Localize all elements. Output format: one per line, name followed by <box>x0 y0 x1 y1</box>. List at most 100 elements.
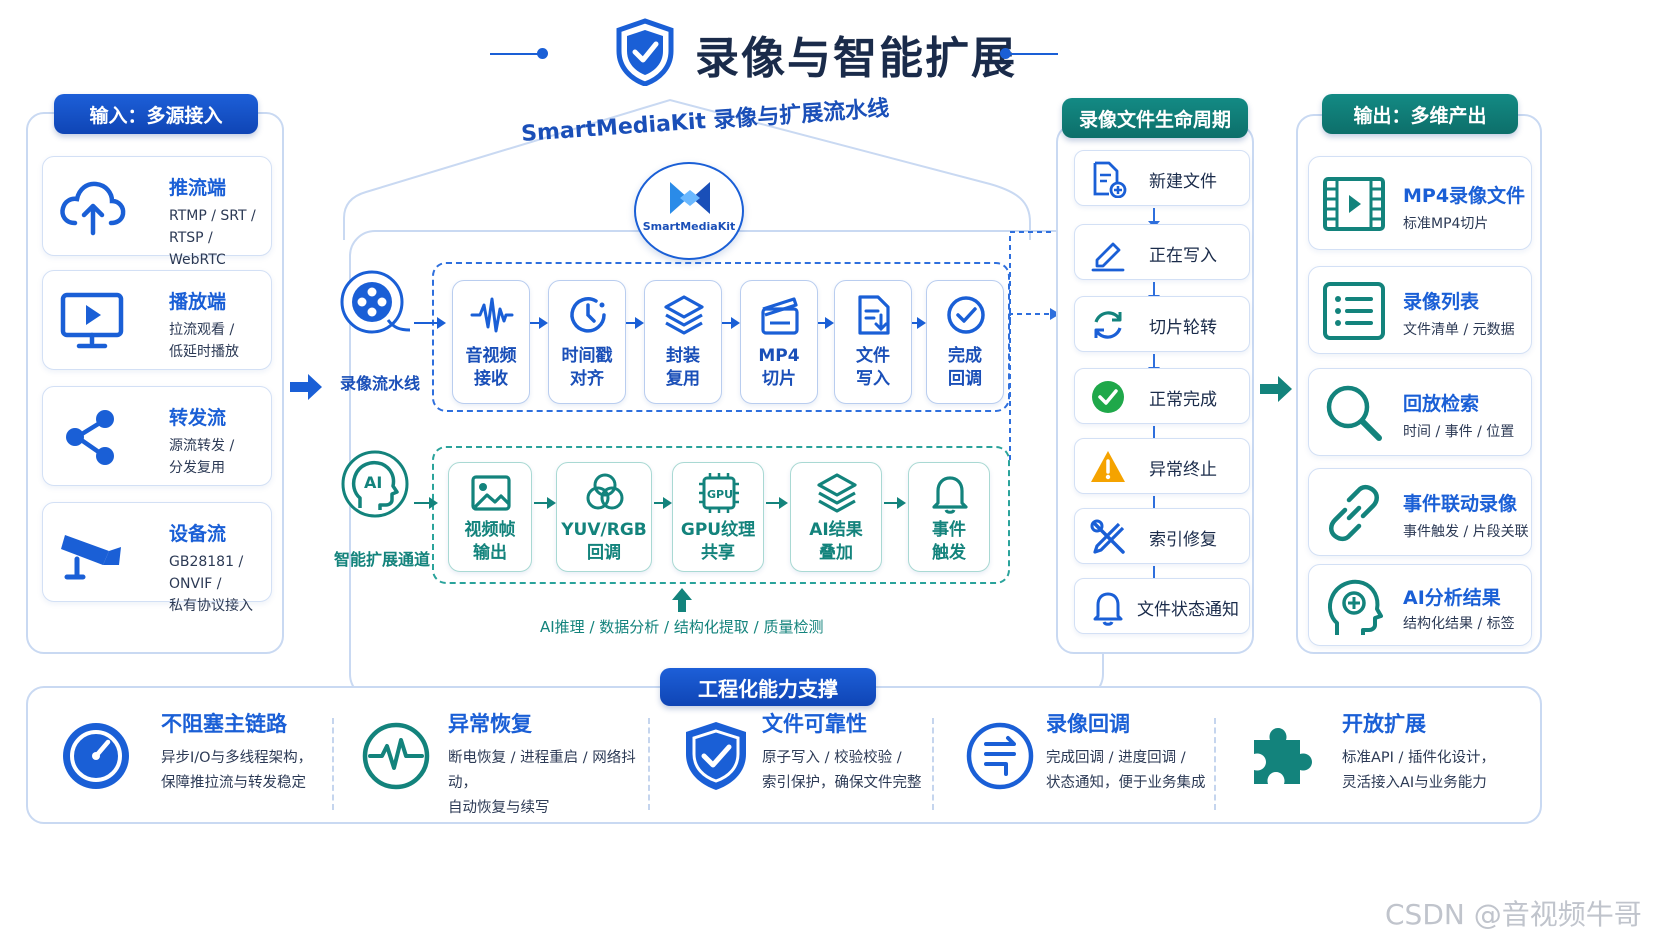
ai-step-label: GPU纹理 共享 <box>680 520 756 563</box>
ai-step: YUV/RGB 回调 <box>556 462 652 572</box>
ai-step-label: AI结果 叠加 <box>809 520 863 563</box>
engineering-item: 异常恢复 断电恢复 / 进程重启 / 网络抖动， 自动恢复与续写 <box>328 708 646 818</box>
lifecycle-panel: 新建文件 正在写入 切片轮转 正常完成 异常终止 索引修复 文件 <box>1056 124 1254 654</box>
shield-check-icon <box>686 722 746 790</box>
check-circle-icon <box>947 296 985 334</box>
engineering-divider <box>648 718 650 810</box>
output-card: 录像列表 文件清单 / 元数据 <box>1308 266 1532 354</box>
lifecycle-item-label: 正在写入 <box>1149 246 1217 266</box>
flow-arrow <box>414 497 438 509</box>
flow-arrow <box>626 317 644 329</box>
input-card-title: 设备流 <box>169 523 227 545</box>
rotate-icon <box>1094 311 1122 339</box>
watermark: CSDN @音视频牛哥 <box>1385 898 1642 931</box>
security-camera-icon <box>61 535 121 580</box>
magnifier-icon <box>1326 385 1382 441</box>
output-card-sub: 文件清单 / 元数据 <box>1403 322 1515 338</box>
record-step-label: 音视频 接收 <box>465 346 517 389</box>
flow-arrow <box>414 317 446 329</box>
clapperboard-icon <box>761 297 799 335</box>
bell-icon <box>932 476 968 514</box>
lifecycle-item-label: 异常终止 <box>1149 460 1217 480</box>
tools-icon <box>1090 519 1125 554</box>
pulse-icon <box>362 722 430 790</box>
ai-head-icon <box>1327 579 1383 635</box>
output-card-sub: 时间 / 事件 / 位置 <box>1403 424 1515 440</box>
record-step: 完成 回调 <box>926 280 1004 404</box>
svg-text:AI: AI <box>364 473 382 492</box>
ai-head-icon: AI <box>341 450 409 518</box>
flow-arrow <box>884 497 906 509</box>
clock-icon <box>570 297 606 333</box>
input-to-pipeline-arrow <box>290 374 322 400</box>
output-card-sub: 结构化结果 / 标签 <box>1403 616 1515 632</box>
engineering-item: 录像回调 完成回调 / 进度回调 / 状态通知，便于业务集成 <box>932 708 1222 818</box>
gauge-icon <box>63 723 129 789</box>
film-reel-icon <box>340 270 411 334</box>
puzzle-icon <box>1254 728 1312 784</box>
engineering-item-title: 不阻塞主链路 <box>161 712 287 736</box>
engineering-divider <box>332 718 334 810</box>
output-card: MP4录像文件 标准MP4切片 <box>1308 156 1532 250</box>
share-icon <box>66 410 114 465</box>
output-panel-tag: 输出：多维产出 <box>1322 94 1518 134</box>
pencil-write-icon <box>1091 242 1125 272</box>
input-card-sub: 拉流观看 / 低延时播放 <box>169 322 239 360</box>
ai-channel-label: 智能扩展通道 <box>334 550 431 569</box>
lifecycle-to-output-arrow <box>1260 376 1292 402</box>
output-card-title: 事件联动录像 <box>1403 493 1518 515</box>
pipeline-to-lifecycle-connector <box>1009 231 1060 460</box>
lifecycle-item: 正常完成 <box>1074 368 1250 424</box>
engineering-panel: 不阻塞主链路 异步I/O与多线程架构， 保障推拉流与转发稳定 异常恢复 断电恢复… <box>26 686 1542 824</box>
output-card: 回放检索 时间 / 事件 / 位置 <box>1308 368 1532 456</box>
engineering-divider <box>1214 718 1216 810</box>
record-step: 时间戳 对齐 <box>548 280 626 404</box>
record-step: 文件 写入 <box>834 280 912 404</box>
input-panel: 推流端 RTMP / SRT / RTSP / WebRTC 播放端 拉流观看 … <box>26 112 284 654</box>
link-icon <box>1329 484 1379 542</box>
ai-step-label: 视频帧 输出 <box>464 520 516 563</box>
record-pipeline-box <box>432 262 1010 412</box>
rgb-circles-icon <box>586 473 624 510</box>
new-file-icon <box>1093 161 1127 198</box>
lifecycle-item: 新建文件 <box>1074 150 1250 206</box>
ai-step-label: YUV/RGB 回调 <box>561 520 647 563</box>
waveform-icon <box>470 297 514 333</box>
lifecycle-item: 索引修复 <box>1074 508 1250 564</box>
output-card-title: 回放检索 <box>1403 393 1480 415</box>
ai-step: GPU GPU纹理 共享 <box>672 462 764 572</box>
lifecycle-panel-tag: 录像文件生命周期 <box>1062 98 1248 138</box>
engineering-item: 开放扩展 标准API / 插件化设计， 灵活接入AI与业务能力 <box>1214 708 1514 818</box>
flow-arrow <box>722 317 740 329</box>
file-write-icon <box>858 295 890 335</box>
input-card-title: 推流端 <box>169 177 227 199</box>
input-card-sub: GB28181 / ONVIF / 私有协议接入 <box>169 554 253 614</box>
svg-text:GPU: GPU <box>707 488 733 501</box>
lifecycle-item: 切片轮转 <box>1074 296 1250 352</box>
lifecycle-arrow <box>1148 208 1160 228</box>
list-icon <box>1323 282 1385 340</box>
output-card: 事件联动录像 事件触发 / 片段关联 <box>1308 468 1532 556</box>
image-icon <box>471 475 511 511</box>
lifecycle-item: 异常终止 <box>1074 438 1250 494</box>
lifecycle-item: 文件状态通知 <box>1074 578 1250 634</box>
input-card-forward: 转发流 源流转发 / 分发复用 <box>42 386 272 486</box>
lifecycle-item-label: 新建文件 <box>1149 172 1217 192</box>
warning-icon <box>1091 451 1125 482</box>
record-step: MP4 切片 <box>740 280 818 404</box>
ai-step: 事件 触发 <box>908 462 990 572</box>
lifecycle-item-label: 正常完成 <box>1149 390 1217 410</box>
shield-check-icon <box>616 18 674 86</box>
callback-icon <box>966 722 1034 790</box>
input-card-title: 播放端 <box>169 291 227 313</box>
success-check-icon <box>1092 381 1124 413</box>
film-icon <box>1323 177 1385 231</box>
engineering-item-sub: 完成回调 / 进度回调 / 状态通知，便于业务集成 <box>1046 750 1206 791</box>
lifecycle-item: 正在写入 <box>1074 224 1250 280</box>
logo-text: SmartMediaKit <box>642 220 736 233</box>
output-panel: MP4录像文件 标准MP4切片 录像列表 文件清单 / 元数据 回放检索 时间 … <box>1296 114 1542 654</box>
lifecycle-item-label: 文件状态通知 <box>1137 600 1239 620</box>
input-card-title: 转发流 <box>169 407 227 429</box>
record-step-label: 完成 回调 <box>948 346 982 389</box>
